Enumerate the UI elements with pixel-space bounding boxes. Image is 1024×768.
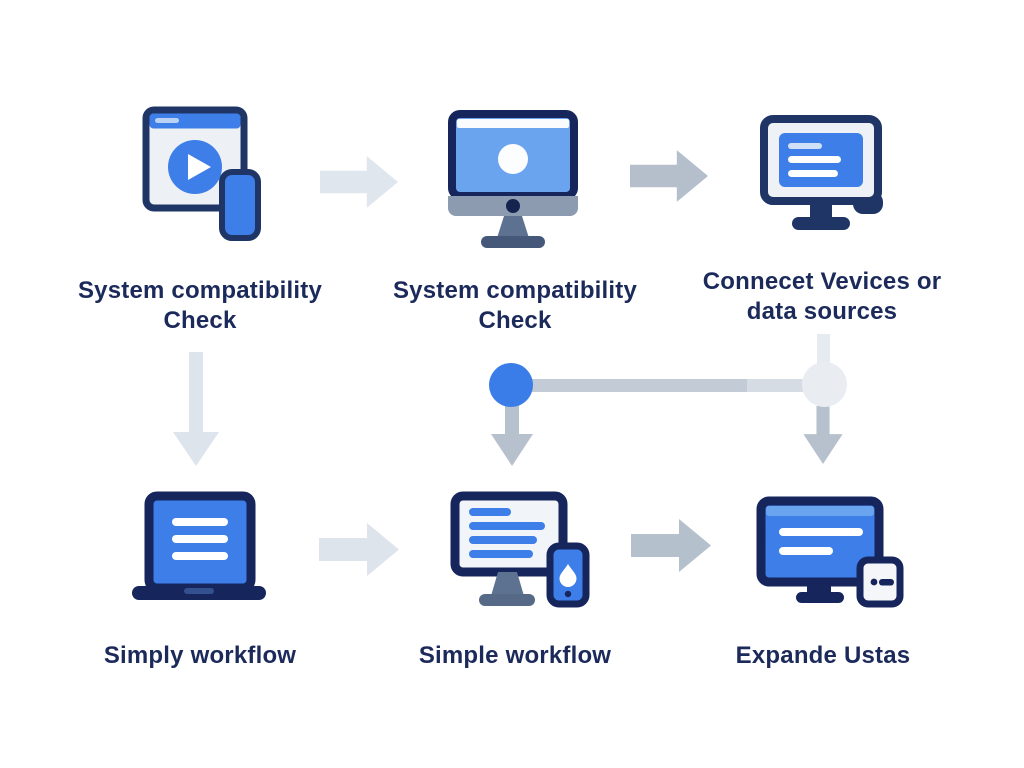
- step-label-system-check-2: System compatibility Check: [392, 277, 638, 334]
- imac-monitor-icon: [448, 110, 578, 248]
- video-player-with-phone-icon: [142, 106, 261, 241]
- step-label-simply-workflow: Simply workflow: [103, 642, 297, 669]
- step-label-simple-workflow: Simple workflow: [418, 642, 612, 669]
- monitor-with-tablet-icon: [756, 496, 904, 608]
- arrow-right-icon: [631, 519, 711, 572]
- monitor-with-phone-icon: [450, 491, 590, 608]
- arrow-right-icon: [320, 156, 398, 208]
- laptop-text-icon: [132, 491, 266, 600]
- arrow-down-icon: [173, 352, 219, 466]
- connector-vertical-line: [817, 334, 830, 366]
- arrow-right-icon: [630, 150, 708, 202]
- connector-horizontal-line: [510, 379, 814, 392]
- step-label-system-check-1: System compatibility Check: [77, 277, 323, 334]
- monitor-text-window-icon: [760, 115, 883, 230]
- connector-node-light: [802, 362, 847, 407]
- step-label-connect-devices: Connecet Vevices or data sources: [702, 268, 942, 325]
- arrow-down-icon: [803, 406, 843, 464]
- arrow-down-icon: [491, 404, 533, 466]
- step-label-expand: Expande Ustas: [735, 642, 911, 669]
- arrow-right-icon: [319, 523, 399, 576]
- connector-node-blue: [489, 363, 533, 407]
